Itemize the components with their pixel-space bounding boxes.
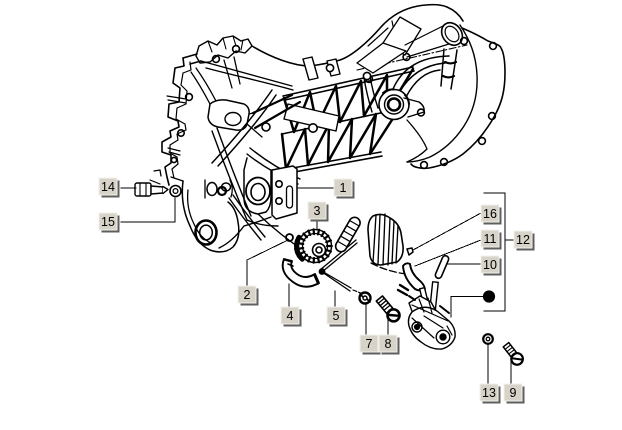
svg-text:12: 12: [516, 233, 530, 247]
svg-text:16: 16: [483, 207, 497, 221]
svg-text:7: 7: [366, 337, 373, 351]
svg-text:14: 14: [101, 180, 115, 194]
svg-text:5: 5: [333, 309, 340, 323]
svg-text:2: 2: [244, 288, 251, 302]
svg-text:8: 8: [385, 337, 392, 351]
svg-text:3: 3: [314, 204, 321, 218]
svg-text:15: 15: [101, 215, 115, 229]
svg-text:9: 9: [510, 386, 517, 400]
svg-text:11: 11: [484, 232, 497, 246]
svg-text:1: 1: [340, 181, 347, 195]
svg-text:4: 4: [287, 309, 294, 323]
svg-text:10: 10: [483, 258, 497, 272]
svg-text:13: 13: [482, 386, 496, 400]
